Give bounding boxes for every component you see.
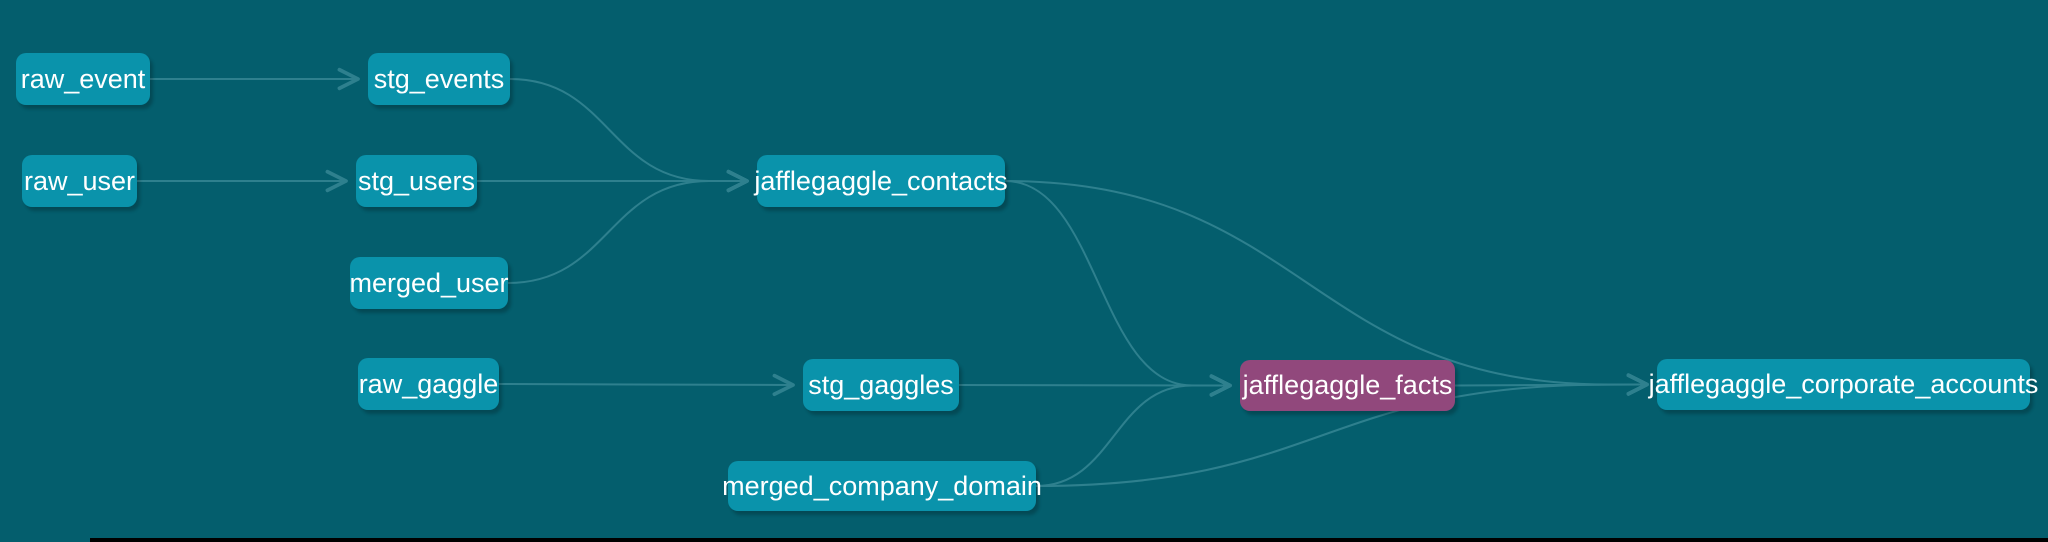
- node-label: jafflegaggle_corporate_accounts: [1648, 369, 2039, 399]
- edge-merged_company_domain-to-jafflegaggle_facts: [1035, 374, 1232, 487]
- lineage-node-stg_gaggles[interactable]: stg_gaggles: [803, 359, 959, 411]
- node-label: merged_company_domain: [722, 470, 1042, 501]
- node-label: stg_gaggles: [808, 369, 954, 400]
- lineage-node-raw_gaggle[interactable]: raw_gaggle: [358, 358, 499, 410]
- edge-merged_user-to-jafflegaggle_contacts: [507, 169, 749, 284]
- node-label: jafflegaggle_facts: [1242, 370, 1453, 400]
- node-label: jafflegaggle_contacts: [754, 165, 1008, 196]
- node-label: raw_event: [20, 63, 146, 94]
- lineage-node-stg_users[interactable]: stg_users: [356, 155, 477, 207]
- lineage-node-raw_user[interactable]: raw_user: [22, 155, 137, 207]
- node-label: stg_events: [373, 63, 505, 94]
- edge-jafflegaggle_contacts-to-jafflegaggle_facts: [1004, 180, 1232, 397]
- node-label: merged_user: [349, 267, 509, 298]
- edge-merged_company_domain-to-jafflegaggle_corporate_accounts: [1035, 373, 1649, 487]
- lineage-node-merged_company_domain[interactable]: merged_company_domain: [722, 461, 1042, 511]
- lineage-node-jafflegaggle_facts[interactable]: jafflegaggle_facts: [1240, 360, 1455, 411]
- lineage-node-stg_events[interactable]: stg_events: [368, 53, 510, 105]
- window-bottom-edge-bar: [90, 538, 2048, 542]
- lineage-node-raw_event[interactable]: raw_event: [16, 53, 150, 105]
- node-label: stg_users: [357, 165, 476, 196]
- edge-stg_gaggles-to-jafflegaggle_facts: [958, 374, 1232, 397]
- lineage-node-merged_user[interactable]: merged_user: [349, 257, 509, 309]
- lineage-node-jafflegaggle_corporate_accounts[interactable]: jafflegaggle_corporate_accounts: [1649, 359, 2038, 410]
- node-label: raw_user: [23, 165, 136, 196]
- edge-group: [137, 67, 1649, 487]
- edge-jafflegaggle_facts-to-jafflegaggle_corporate_accounts: [1454, 373, 1649, 396]
- node-label: raw_gaggle: [358, 368, 499, 399]
- edge-jafflegaggle_contacts-to-jafflegaggle_corporate_accounts: [1004, 180, 1649, 396]
- edge-stg_events-to-jafflegaggle_contacts: [509, 78, 749, 193]
- lineage-node-jafflegaggle_contacts[interactable]: jafflegaggle_contacts: [754, 155, 1008, 207]
- edge-raw_gaggle-to-stg_gaggles: [498, 373, 795, 397]
